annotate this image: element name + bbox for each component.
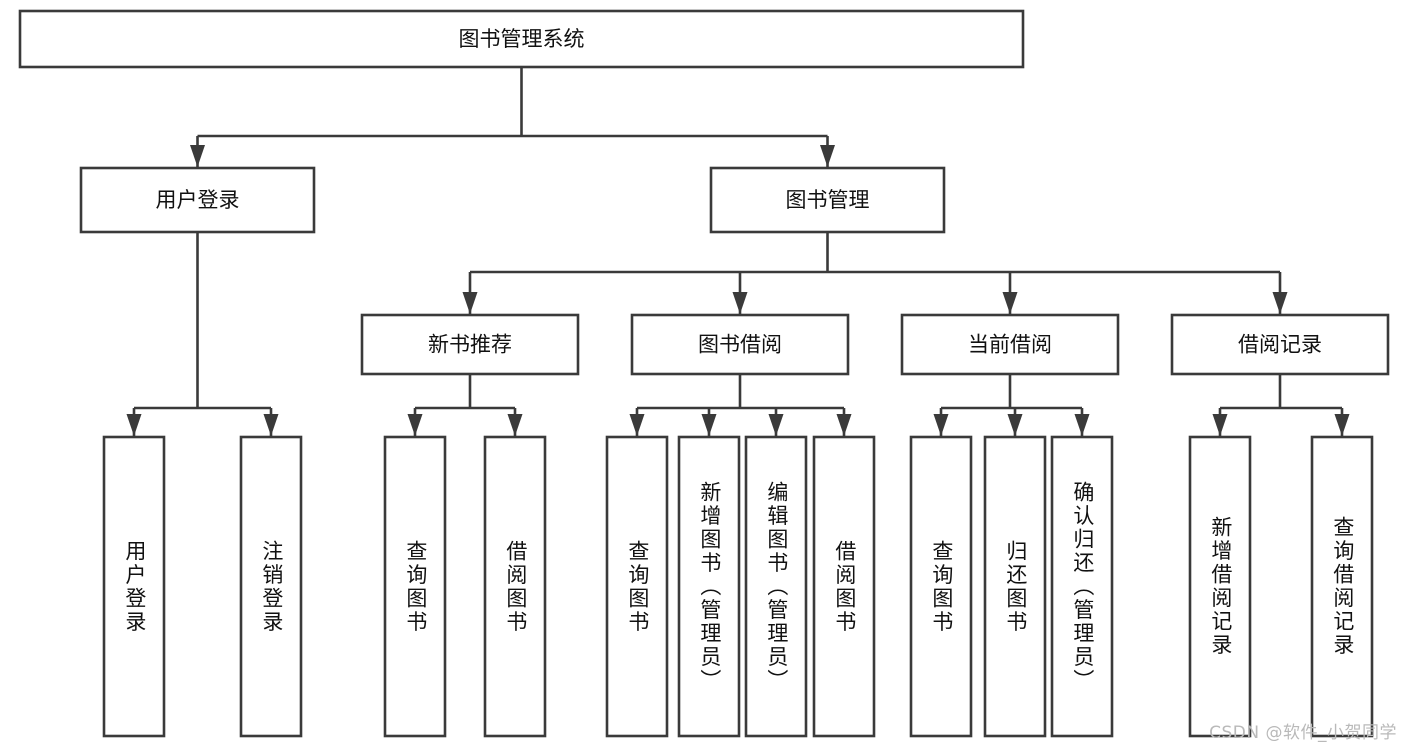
leaf-node-box-11[interactable]: [1188, 435, 1252, 738]
leaf-node-box-10[interactable]: [1050, 435, 1114, 738]
arrowhead-record-1: [1334, 414, 1350, 436]
level2-node-box-0[interactable]: [79, 166, 316, 234]
arrowhead-borrow-1: [701, 414, 717, 436]
leaf-node-box-5[interactable]: [677, 435, 741, 738]
leaf-node-box-7[interactable]: [812, 435, 876, 738]
level3-node-box-1[interactable]: [630, 313, 850, 376]
arrowhead-l2-3: [1272, 292, 1288, 314]
level3-node-label-3: 借阅记录: [1238, 333, 1322, 357]
arrowhead-user-login-0: [126, 414, 142, 436]
arrowhead-borrow-3: [836, 414, 852, 436]
arrowhead-record-0: [1212, 414, 1228, 436]
arrowhead-borrow-0: [629, 414, 645, 436]
arrowhead-l2-0: [462, 292, 478, 314]
level2-node-label-0: 用户登录: [156, 188, 240, 212]
level3-node-label-2: 当前借阅: [968, 333, 1052, 357]
leaf-node-box-6[interactable]: [744, 435, 808, 738]
level3-node-box-0[interactable]: [360, 313, 580, 376]
boxes-layer: [18, 9, 1390, 738]
leaf-node-box-1[interactable]: [239, 435, 303, 738]
leaf-node-box-3[interactable]: [483, 435, 547, 738]
arrowhead-current-0: [933, 414, 949, 436]
level3-node-label-0: 新书推荐: [428, 333, 512, 357]
level3-node-label-1: 图书借阅: [698, 333, 782, 357]
leaf-node-box-0[interactable]: [102, 435, 166, 738]
level2-node-label-1: 图书管理: [786, 188, 870, 212]
leaf-node-box-12[interactable]: [1310, 435, 1374, 738]
arrowhead-root-1: [820, 145, 835, 167]
arrowhead-root-0: [190, 145, 205, 167]
root-node-label: 图书管理系统: [459, 27, 585, 51]
watermark-text: CSDN @软件_小贺同学: [1209, 723, 1397, 743]
leaf-node-box-4[interactable]: [605, 435, 669, 738]
arrowhead-current-1: [1007, 414, 1023, 436]
arrowhead-new-book-1: [507, 414, 523, 436]
leaf-node-box-9[interactable]: [983, 435, 1047, 738]
arrowhead-l2-2: [1002, 292, 1018, 314]
root-node-box[interactable]: [18, 9, 1025, 69]
leaf-node-box-8[interactable]: [909, 435, 973, 738]
level3-node-box-2[interactable]: [900, 313, 1120, 376]
level2-node-box-1[interactable]: [709, 166, 946, 234]
arrowhead-new-book-0: [407, 414, 423, 436]
level3-node-box-3[interactable]: [1170, 313, 1390, 376]
connectors-layer: [126, 67, 1350, 436]
arrowhead-current-2: [1074, 414, 1090, 436]
leaf-node-box-2[interactable]: [383, 435, 447, 738]
arrowhead-user-login-1: [263, 414, 279, 436]
arrowhead-borrow-2: [768, 414, 784, 436]
arrowhead-l2-1: [732, 292, 748, 314]
